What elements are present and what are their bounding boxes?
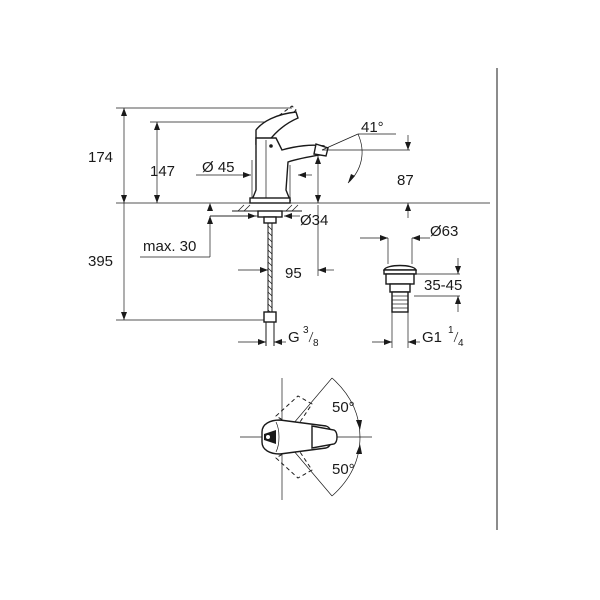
faucet-side-view [116,105,490,346]
dimension-angle-41: 41° [361,119,384,136]
drain-valve [360,235,461,348]
dimension-395: 395 [88,253,113,270]
dimension-angle-bottom-50: 50° [332,461,355,478]
faucet-top-view [240,377,372,500]
svg-text:3: 3 [303,325,309,336]
dimension-174: 174 [88,149,113,166]
thread-g1-1-4: G1 1 4 [422,325,464,349]
dimension-diameter-45: Ø 45 [202,159,235,176]
dimension-max-30: max. 30 [143,238,196,255]
dimension-87: 87 [397,172,414,189]
dimension-35-45: 35-45 [424,277,462,294]
dimension-lines [121,108,411,345]
dimension-angle-top-50: 50° [332,399,355,416]
dimension-147: 147 [150,163,175,180]
dimension-diameter-63: Ø63 [430,223,458,240]
dimension-diameter-34: Ø34 [300,212,328,229]
svg-text:8: 8 [313,338,319,349]
svg-text:4: 4 [458,338,464,349]
svg-text:1: 1 [448,325,454,336]
dimension-95: 95 [285,265,302,282]
thread-g-3-8: G 3 8 [288,325,319,349]
svg-text:G: G [288,329,300,346]
svg-text:G1: G1 [422,329,442,346]
